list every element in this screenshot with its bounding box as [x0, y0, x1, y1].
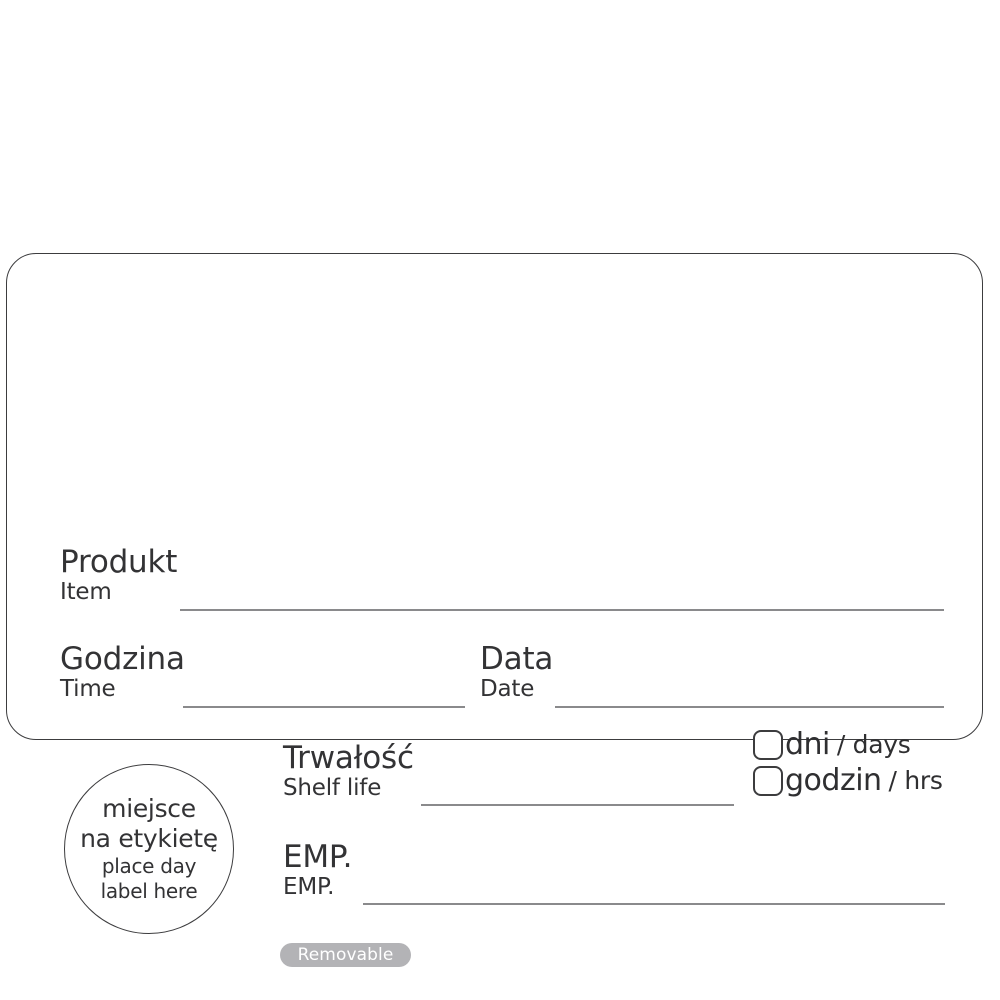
removable-badge-label: Removable	[297, 944, 394, 965]
unit-hours-label-pl: godzin	[785, 763, 882, 798]
date-label-pl: Data	[480, 641, 554, 677]
field-label-time: Godzina Time	[60, 642, 185, 702]
product-label-en: Item	[60, 579, 112, 605]
date-write-line[interactable]	[555, 706, 944, 708]
time-label-en: Time	[60, 676, 116, 702]
stamp-line-1: miejsce	[102, 794, 196, 823]
unit-row-days[interactable]: dni / days	[753, 727, 943, 763]
date-label-en: Date	[480, 676, 535, 702]
food-safety-label-card: Produkt Item Godzina Time Data Date Trwa…	[6, 253, 983, 967]
unit-hours-label-en: / hrs	[888, 766, 943, 795]
emp-label-pl: EMP.	[283, 839, 353, 875]
product-write-line[interactable]	[180, 609, 944, 611]
checkbox-days[interactable]	[753, 730, 783, 760]
emp-write-line[interactable]	[363, 903, 945, 905]
product-label-pl: Produkt	[60, 544, 178, 580]
unit-days-label-pl: dni	[785, 727, 830, 762]
time-label-pl: Godzina	[60, 641, 185, 677]
shelf-life-label-en: Shelf life	[283, 775, 382, 801]
time-write-line[interactable]	[183, 706, 465, 708]
stamp-line-2: na etykietę	[80, 824, 218, 853]
stamp-line-3: place day	[101, 854, 197, 878]
field-label-product: Produkt Item	[60, 545, 177, 605]
unit-row-hours[interactable]: godzin / hrs	[753, 763, 943, 799]
checkbox-hours[interactable]	[753, 766, 783, 796]
field-label-emp: EMP. EMP.	[283, 840, 352, 900]
shelf-life-unit-checkboxes: dni / days godzin / hrs	[753, 727, 943, 799]
removable-badge: Removable	[280, 943, 411, 967]
emp-label-en: EMP.	[283, 874, 335, 900]
day-label-placeholder-circle[interactable]: miejsce na etykietę place day label here	[64, 764, 234, 934]
unit-days-label-en: / days	[836, 730, 911, 759]
field-label-shelf-life: Trwałość Shelf life	[283, 741, 414, 801]
field-label-date: Data Date	[480, 642, 553, 702]
shelf-life-write-line[interactable]	[421, 804, 734, 806]
shelf-life-label-pl: Trwałość	[283, 740, 414, 776]
stamp-line-4: label here	[100, 879, 198, 903]
